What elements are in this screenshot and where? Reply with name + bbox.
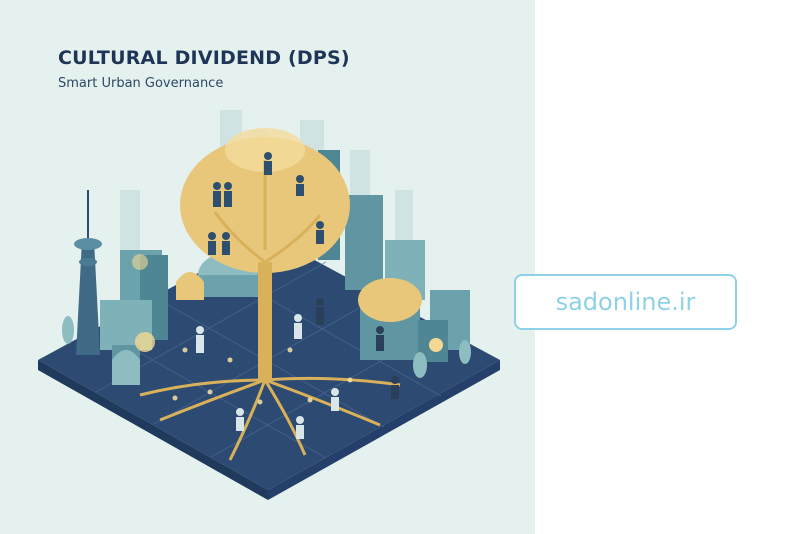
people-icon xyxy=(208,152,324,255)
tree-icon xyxy=(139,128,401,461)
small-trees xyxy=(62,316,471,378)
dome-building-icon xyxy=(358,278,448,362)
tv-tower-icon xyxy=(74,190,102,355)
page-subtitle: Smart Urban Governance xyxy=(58,76,224,91)
watermark-badge: sadonline.ir xyxy=(514,274,737,330)
illustration-panel: CULTURAL DIVIDEND (DPS) Smart Urban Gove… xyxy=(0,0,535,534)
city-illustration xyxy=(38,110,500,500)
left-buildings xyxy=(100,250,168,385)
ground-people xyxy=(196,314,339,439)
page-title: CULTURAL DIVIDEND (DPS) xyxy=(58,47,350,69)
